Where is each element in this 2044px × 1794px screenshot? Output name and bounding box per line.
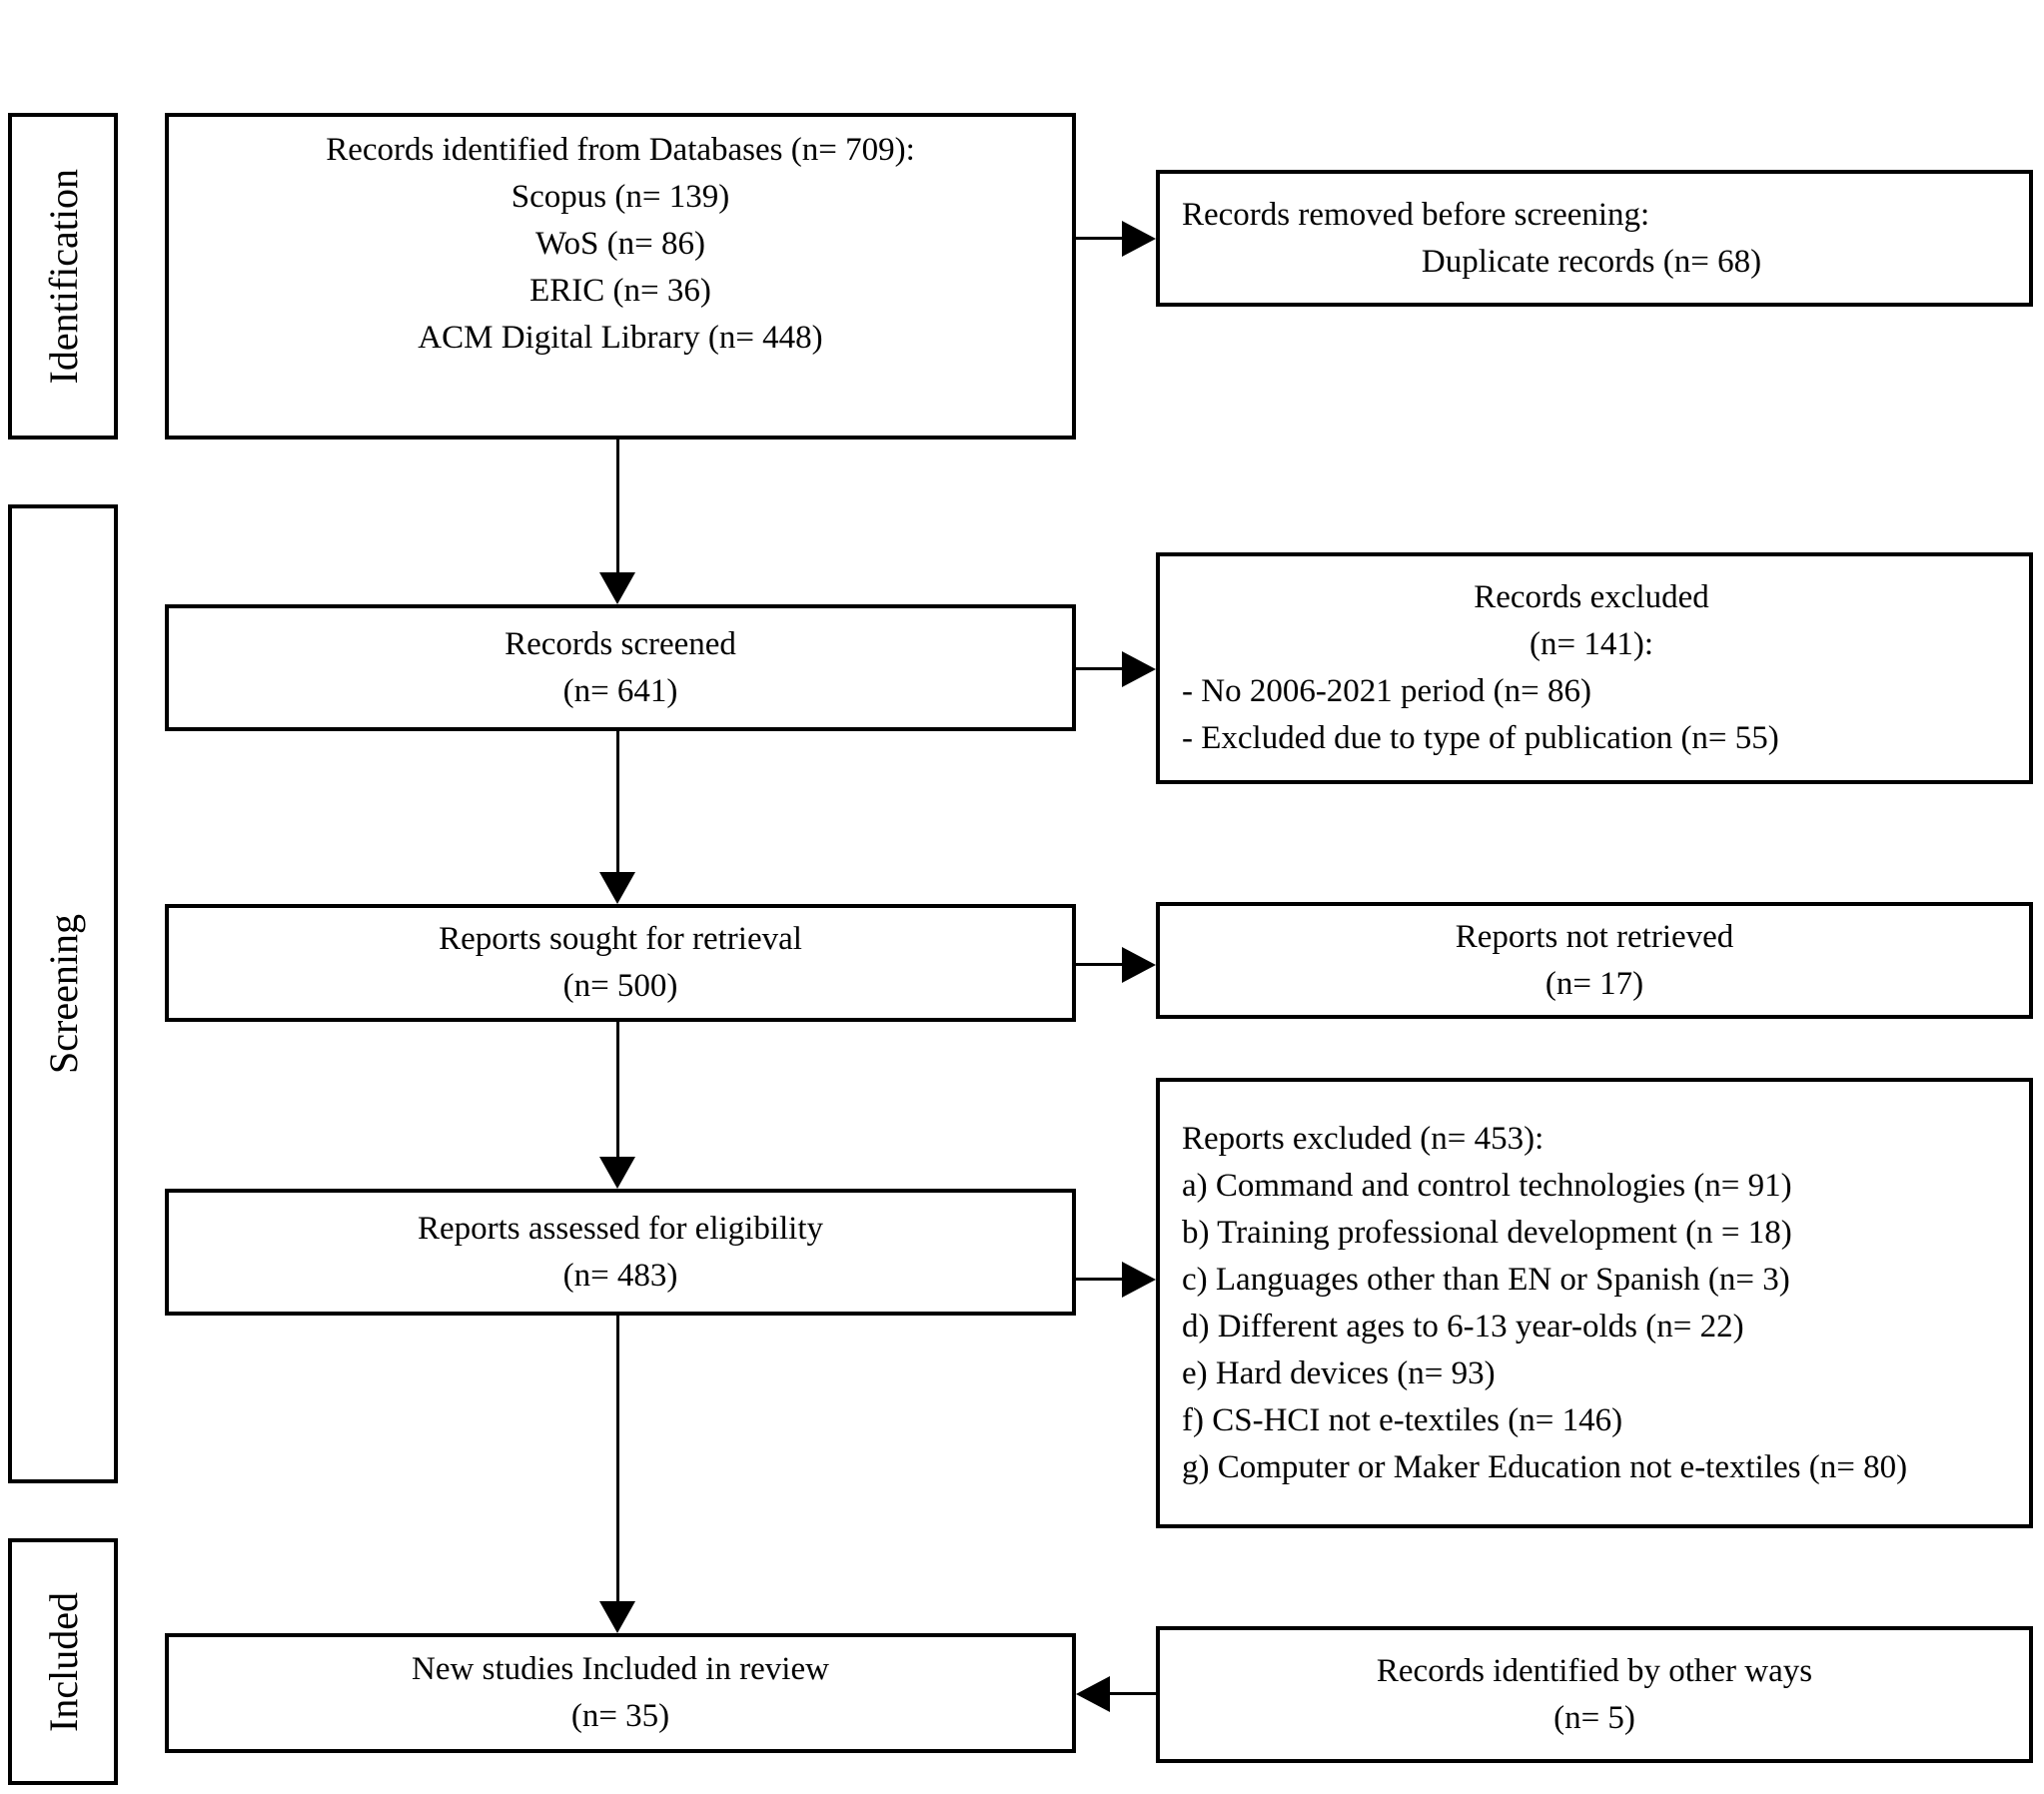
- arrow-assessed-to-reportsexcluded-head: [1122, 1262, 1156, 1298]
- box-line: ACM Digital Library (n= 448): [418, 320, 823, 356]
- box-line: Records screened: [505, 625, 736, 662]
- box-line: - Excluded due to type of publication (n…: [1182, 720, 1779, 756]
- box-line: (n= 483): [562, 1257, 678, 1294]
- box-line: Records identified from Databases (n= 70…: [326, 132, 915, 168]
- arrow-screened-to-sought-line: [616, 731, 619, 874]
- arrow-identified-to-removed-head: [1122, 221, 1156, 257]
- box-line: Records removed before screening:: [1182, 196, 1650, 233]
- box-line: WoS (n= 86): [535, 226, 705, 262]
- box-records-removed: Records removed before screening: Duplic…: [1156, 170, 2033, 307]
- box-line: (n= 5): [1553, 1699, 1635, 1736]
- box-line: d) Different ages to 6-13 year-olds (n= …: [1182, 1308, 1744, 1345]
- box-line: Scopus (n= 139): [511, 179, 730, 215]
- box-line: b) Training professional development (n …: [1182, 1214, 1792, 1251]
- arrow-assessed-to-included-line: [616, 1316, 619, 1603]
- box-records-identified: Records identified from Databases (n= 70…: [165, 113, 1076, 440]
- arrow-screened-to-sought-head: [599, 872, 635, 904]
- box-line: (n= 141):: [1529, 626, 1653, 662]
- arrow-otherways-to-included-line: [1110, 1692, 1156, 1695]
- arrow-otherways-to-included-head: [1076, 1676, 1110, 1712]
- box-line: (n= 17): [1544, 965, 1644, 1002]
- box-line: (n= 500): [562, 968, 678, 1004]
- stage-label-identification: Identification: [40, 168, 86, 385]
- box-new-studies-included: New studies Included in review (n= 35): [165, 1633, 1076, 1753]
- stage-box-screening: Screening: [8, 504, 118, 1483]
- arrow-identified-to-removed-line: [1076, 237, 1124, 240]
- box-line: Reports assessed for eligibility: [417, 1210, 824, 1247]
- box-line: Reports excluded (n= 453):: [1182, 1120, 1544, 1157]
- box-line: Records excluded: [1474, 579, 1709, 615]
- box-line: f) CS-HCI not e-textiles (n= 146): [1182, 1401, 1623, 1438]
- box-line: Duplicate records (n= 68): [1421, 243, 1762, 280]
- box-line: (n= 35): [570, 1698, 670, 1734]
- box-line: g) Computer or Maker Education not e-tex…: [1182, 1448, 1908, 1485]
- box-line: ERIC (n= 36): [529, 273, 711, 309]
- box-records-screened: Records screened (n= 641): [165, 604, 1076, 731]
- box-line: - No 2006-2021 period (n= 86): [1182, 673, 1591, 709]
- box-reports-not-retrieved: Reports not retrieved (n= 17): [1156, 902, 2033, 1019]
- arrow-sought-to-assessed-head: [599, 1157, 635, 1189]
- arrow-screened-to-excluded-line: [1076, 667, 1124, 670]
- box-line: Reports sought for retrieval: [439, 921, 802, 957]
- stage-label-included: Included: [40, 1591, 86, 1732]
- arrow-sought-to-notretrieved-head: [1122, 947, 1156, 983]
- arrow-identified-to-screened-line: [616, 440, 619, 574]
- box-line: e) Hard devices (n= 93): [1182, 1354, 1496, 1391]
- stage-box-included: Included: [8, 1538, 118, 1785]
- stage-box-identification: Identification: [8, 113, 118, 440]
- box-reports-sought: Reports sought for retrieval (n= 500): [165, 904, 1076, 1022]
- arrow-sought-to-assessed-line: [616, 1022, 619, 1159]
- box-reports-excluded: Reports excluded (n= 453): a) Command an…: [1156, 1078, 2033, 1528]
- box-records-excluded: Records excluded (n= 141): - No 2006-202…: [1156, 552, 2033, 784]
- box-line: Reports not retrieved: [1455, 918, 1734, 955]
- arrow-sought-to-notretrieved-line: [1076, 963, 1124, 966]
- arrow-identified-to-screened-head: [599, 572, 635, 604]
- arrow-assessed-to-reportsexcluded-line: [1076, 1278, 1124, 1281]
- arrow-assessed-to-included-head: [599, 1601, 635, 1633]
- box-line: Records identified by other ways: [1376, 1652, 1813, 1689]
- box-records-other-ways: Records identified by other ways (n= 5): [1156, 1626, 2033, 1763]
- stage-label-screening: Screening: [40, 914, 86, 1074]
- box-line: a) Command and control technologies (n= …: [1182, 1167, 1792, 1204]
- arrow-screened-to-excluded-head: [1122, 651, 1156, 687]
- box-line: c) Languages other than EN or Spanish (n…: [1182, 1261, 1790, 1298]
- box-line: (n= 641): [562, 672, 678, 709]
- box-line: New studies Included in review: [412, 1651, 829, 1687]
- box-reports-assessed: Reports assessed for eligibility (n= 483…: [165, 1189, 1076, 1316]
